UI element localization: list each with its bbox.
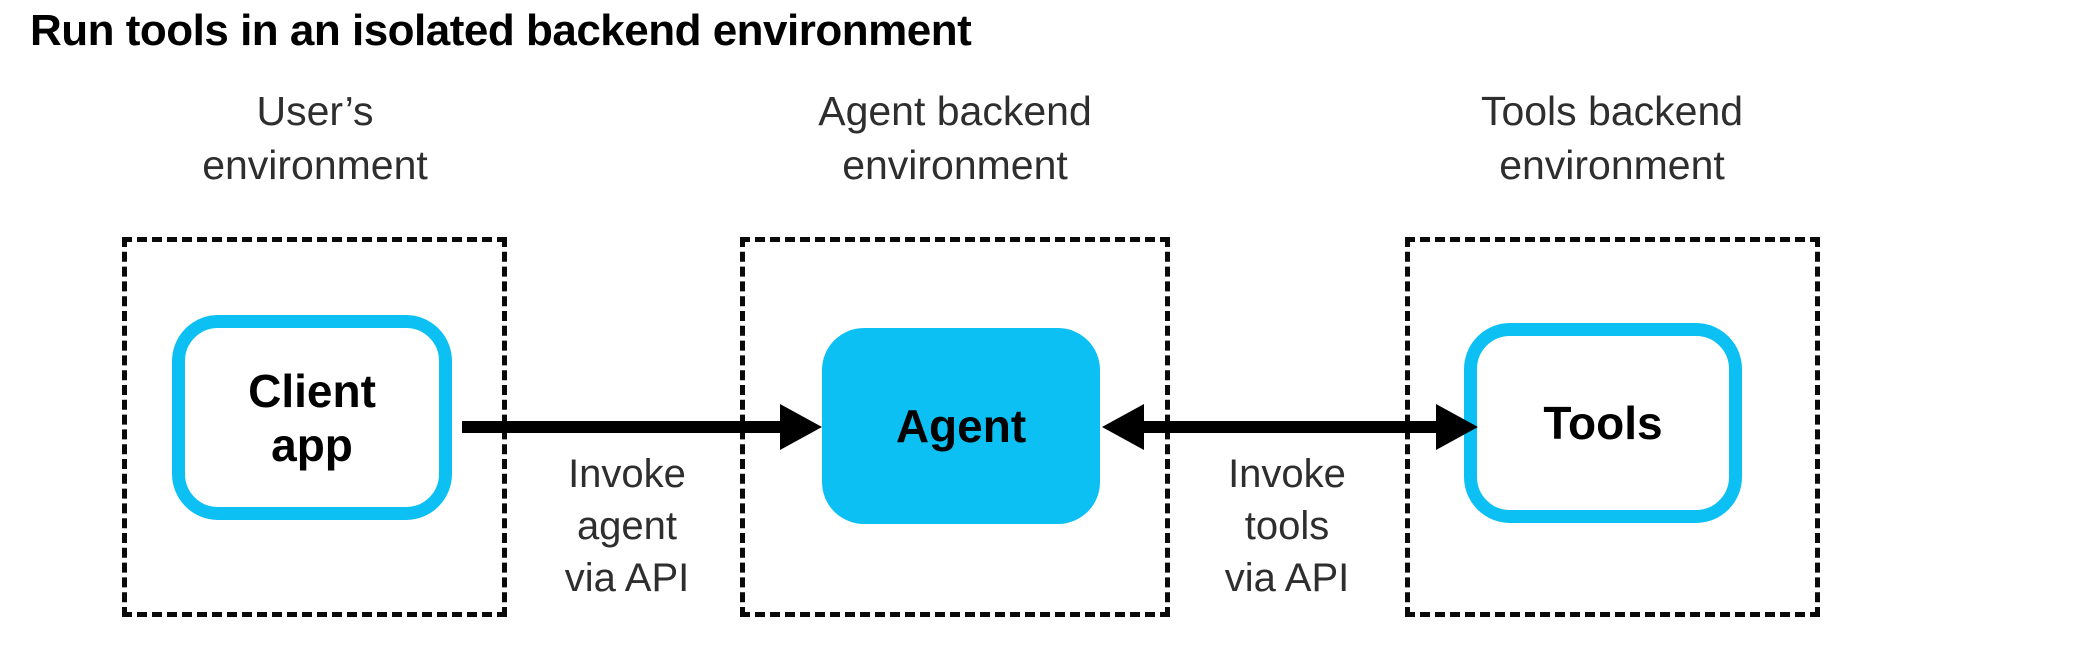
users-environment-label: User’s environment bbox=[115, 84, 515, 192]
invoke-tools-label-line2: tools bbox=[1244, 504, 1330, 548]
invoke-agent-arrow-shaft bbox=[462, 421, 782, 433]
client-app-label-line1: Client bbox=[248, 364, 376, 417]
tools-label: Tools bbox=[1543, 397, 1663, 449]
invoke-tools-label-line1: Invoke bbox=[1228, 452, 1346, 496]
tools-environment-label-line1: Tools backend bbox=[1480, 88, 1744, 134]
invoke-tools-arrow-label: Invoke tools via API bbox=[1157, 448, 1417, 604]
agent-environment-label-line2: environment bbox=[842, 142, 1068, 188]
invoke-agent-arrowhead-icon bbox=[780, 404, 822, 450]
tools-node: Tools bbox=[1464, 323, 1742, 523]
invoke-tools-arrow-shaft bbox=[1140, 421, 1440, 433]
invoke-agent-label-line1: Invoke bbox=[568, 452, 686, 496]
agent-environment-label: Agent backend environment bbox=[755, 84, 1155, 192]
invoke-tools-arrowhead-right-icon bbox=[1436, 404, 1478, 450]
diagram-title: Run tools in an isolated backend environ… bbox=[30, 6, 972, 55]
tools-environment-label-line2: environment bbox=[1499, 142, 1725, 188]
invoke-tools-label-line3: via API bbox=[1224, 556, 1350, 600]
invoke-agent-arrow-label: Invoke agent via API bbox=[497, 448, 757, 604]
invoke-tools-arrowhead-left-icon bbox=[1102, 404, 1144, 450]
users-environment-label-line1: User’s bbox=[256, 88, 374, 134]
agent-node: Agent bbox=[822, 328, 1100, 524]
client-app-node: Client app bbox=[172, 315, 452, 520]
invoke-agent-label-line3: via API bbox=[564, 556, 690, 600]
tools-environment-label: Tools backend environment bbox=[1412, 84, 1812, 192]
invoke-agent-label-line2: agent bbox=[576, 504, 678, 548]
agent-label: Agent bbox=[895, 400, 1027, 452]
client-app-label-line2: app bbox=[271, 418, 353, 471]
agent-environment-label-line1: Agent backend bbox=[818, 88, 1092, 134]
users-environment-label-line2: environment bbox=[202, 142, 428, 188]
